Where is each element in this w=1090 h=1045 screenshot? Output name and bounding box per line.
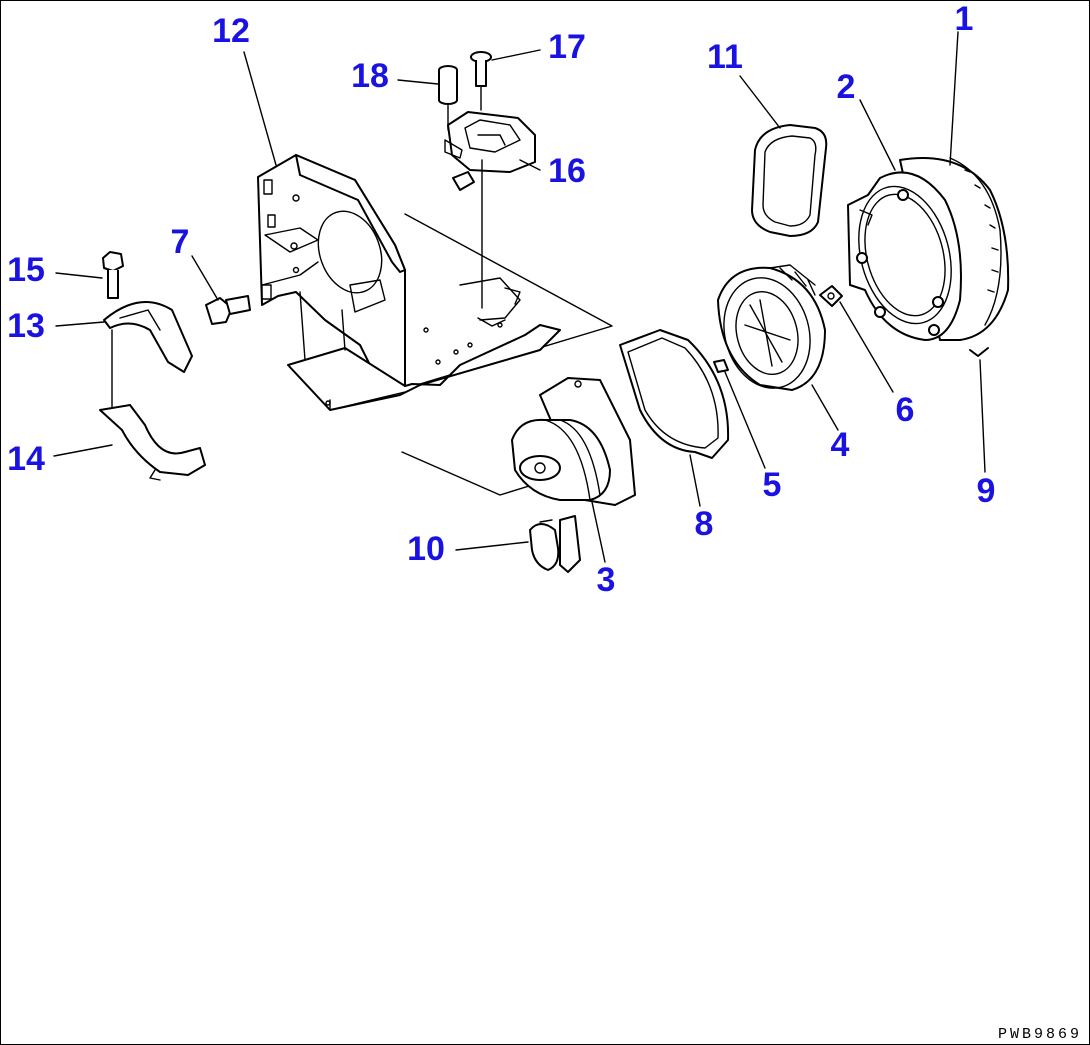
callout-15: 15	[7, 251, 45, 289]
motor-part	[511, 377, 636, 506]
callout-6: 6	[896, 391, 915, 429]
clip-9-part	[969, 347, 989, 357]
seal-11-part	[751, 124, 828, 237]
callout-9: 9	[977, 472, 996, 510]
callout-17: 17	[548, 28, 586, 66]
bracket-part	[257, 154, 561, 411]
leader-lines	[53, 31, 986, 563]
band-13-part	[103, 301, 193, 421]
housing-part	[847, 157, 1010, 341]
callout-1: 1	[955, 0, 974, 38]
callout-12: 12	[212, 12, 250, 50]
callout-8: 8	[695, 505, 714, 543]
callout-13: 13	[7, 307, 45, 345]
band-14-part	[99, 404, 206, 481]
callout-2: 2	[837, 68, 856, 106]
elbow-10-part	[529, 515, 581, 573]
callout-18: 18	[351, 57, 389, 95]
callout-11: 11	[707, 38, 743, 76]
callout-7: 7	[171, 223, 190, 261]
bolt-7-part	[205, 295, 251, 325]
bolt-17-part	[470, 51, 492, 111]
bolt-15-part	[102, 251, 124, 299]
gasket-8-part	[619, 329, 730, 459]
washer-5-part	[713, 359, 729, 373]
callout-10: 10	[407, 530, 445, 568]
callouts: 1 2 3 4 5 6 7 8 9 10 11 12 13 14 15 16 1…	[7, 0, 995, 599]
washer-6-part	[819, 285, 843, 307]
callout-3: 3	[597, 561, 616, 599]
callout-5: 5	[763, 466, 782, 504]
callout-14: 14	[7, 440, 45, 478]
resistor-part	[444, 111, 536, 309]
drawing-code: PWB9869	[998, 1026, 1082, 1043]
callout-4: 4	[831, 426, 850, 464]
callout-16: 16	[548, 152, 586, 190]
collar-18-part	[438, 65, 458, 131]
fan-part	[717, 264, 826, 391]
